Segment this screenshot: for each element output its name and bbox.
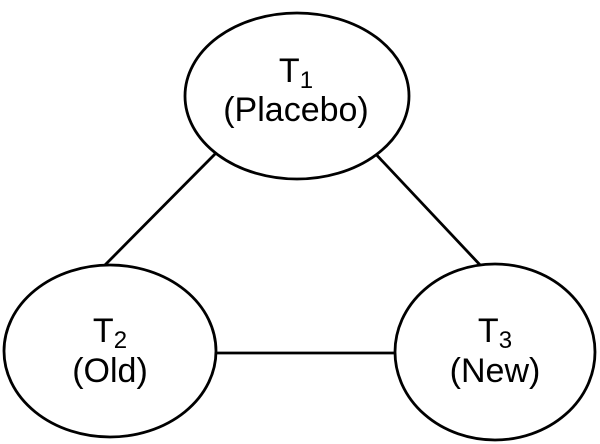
node-symbol-t2-main: T	[93, 312, 114, 350]
node-symbol-t3: T3	[478, 312, 512, 354]
node-label-t1: (Placebo)	[223, 91, 369, 129]
node-symbol-t2: T2	[93, 312, 127, 354]
node-ellipse-t1	[183, 11, 411, 181]
node-symbol-t3-subscript: 3	[499, 327, 512, 354]
node-symbol-t2-subscript: 2	[114, 327, 127, 354]
node-ellipse-t3	[393, 262, 597, 442]
node-group	[2, 11, 597, 442]
node-label-t3: (New)	[450, 352, 541, 390]
node-label-t2: (Old)	[72, 352, 148, 390]
edge-t1-t2	[103, 150, 219, 267]
node-ellipse-t2	[2, 263, 218, 439]
edge-group	[103, 148, 484, 355]
node-symbol-t1-main: T	[279, 52, 300, 90]
node-symbol-t1-subscript: 1	[300, 67, 313, 94]
edge-t1-t3	[369, 148, 484, 268]
label-group: T1 (Placebo) T2 (Old) T3 (New)	[72, 52, 540, 390]
node-symbol-t3-main: T	[478, 312, 499, 350]
node-symbol-t1: T1	[279, 52, 313, 94]
